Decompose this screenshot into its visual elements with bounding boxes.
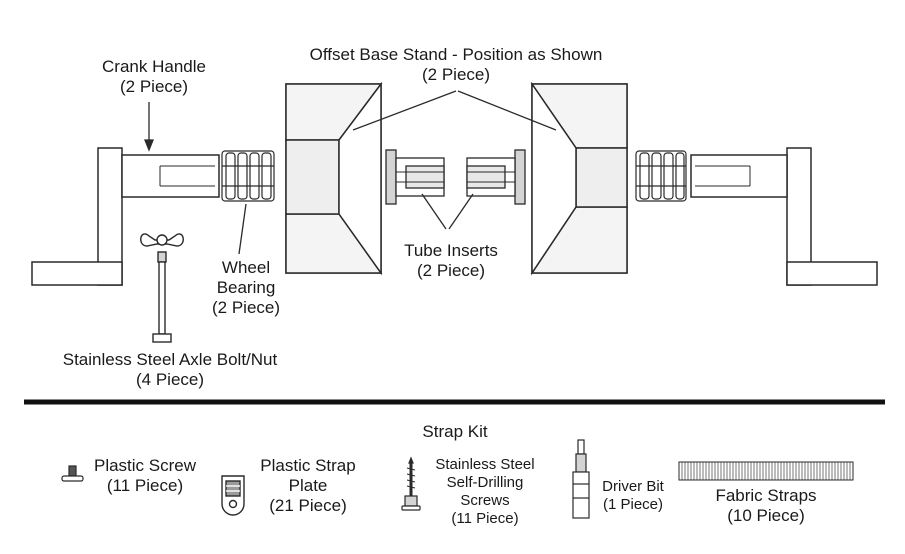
axle-bolt-qty: (4 Piece) <box>135 370 205 389</box>
right-wheel-bearing <box>635 150 687 202</box>
self-drilling-screws-qty: (11 Piece) <box>451 510 519 527</box>
leader-lines <box>144 90 557 255</box>
driver-bit-icon <box>572 439 590 519</box>
self-drilling-screws-name-line2: Self-Drilling <box>446 474 524 491</box>
left-tube-insert <box>385 149 445 205</box>
tube-inserts-label: Tube Inserts (2 Piece) <box>386 241 516 281</box>
tube-inserts-name: Tube Inserts <box>404 241 498 260</box>
self-drilling-screws-name-line1: Stainless Steel <box>435 456 535 473</box>
plastic-strap-plate-icon <box>221 475 245 516</box>
axle-bolt-name: Stainless Steel Axle Bolt/Nut <box>62 350 278 369</box>
driver-bit-name: Driver Bit <box>602 478 664 495</box>
plastic-screw-name: Plastic Screw <box>93 456 197 475</box>
fabric-straps-label: Fabric Straps (10 Piece) <box>696 486 836 526</box>
strap-kit-title-text: Strap Kit <box>422 422 488 441</box>
plastic-strap-plate-label: Plastic Strap Plate (21 Piece) <box>246 456 370 516</box>
plastic-screw-icon <box>61 465 84 482</box>
right-tube-insert <box>466 149 526 205</box>
plastic-strap-plate-name-line1: Plastic Strap <box>260 456 356 475</box>
crank-handle-name: Crank Handle <box>102 57 206 76</box>
plastic-strap-plate-name-line2: Plate <box>288 476 328 495</box>
tube-inserts-qty: (2 Piece) <box>416 261 486 280</box>
left-offset-base-stand <box>285 81 383 276</box>
offset-base-stand-label: Offset Base Stand - Position as Shown (2… <box>266 45 646 85</box>
left-crank-handle <box>31 147 220 286</box>
self-drilling-screws-name-line3: Screws <box>460 492 510 509</box>
wheel-bearing-name-line1: Wheel <box>221 258 271 277</box>
left-wheel-bearing <box>221 150 275 202</box>
driver-bit-qty: (1 Piece) <box>602 496 664 513</box>
driver-bit-label: Driver Bit (1 Piece) <box>590 478 676 514</box>
right-offset-base-stand <box>530 81 628 276</box>
crank-handle-label: Crank Handle (2 Piece) <box>84 57 224 97</box>
wheel-bearing-qty: (2 Piece) <box>211 298 281 317</box>
axle-bolt-label: Stainless Steel Axle Bolt/Nut (4 Piece) <box>30 350 310 390</box>
right-crank-handle <box>690 147 878 286</box>
fabric-straps-qty: (10 Piece) <box>727 506 805 525</box>
plastic-screw-qty: (11 Piece) <box>106 476 184 495</box>
offset-base-stand-qty: (2 Piece) <box>421 65 491 84</box>
plastic-screw-label: Plastic Screw (11 Piece) <box>80 456 210 496</box>
fabric-straps-name: Fabric Straps <box>715 486 817 505</box>
self-drilling-screw-icon <box>401 456 421 511</box>
axle-bolt <box>140 233 184 343</box>
self-drilling-screws-label: Stainless Steel Self-Drilling Screws (11… <box>420 456 550 528</box>
plastic-strap-plate-qty: (21 Piece) <box>269 496 347 515</box>
strap-kit-title: Strap Kit <box>400 422 510 442</box>
wheel-bearing-label: Wheel Bearing (2 Piece) <box>196 258 296 318</box>
wheel-bearing-name-line2: Bearing <box>216 278 276 297</box>
fabric-straps-icon <box>678 461 854 481</box>
crank-handle-qty: (2 Piece) <box>119 77 189 96</box>
offset-base-stand-name: Offset Base Stand - Position as Shown <box>309 45 603 64</box>
